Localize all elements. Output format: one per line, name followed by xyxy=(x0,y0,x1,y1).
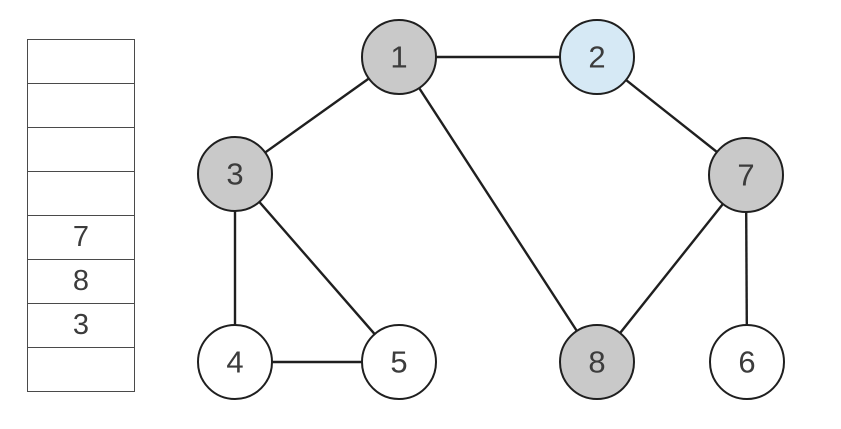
array-cell-2 xyxy=(27,83,135,128)
array-cell-5: 7 xyxy=(27,215,135,260)
array-cell-value: 7 xyxy=(72,221,90,253)
graph-node-label: 1 xyxy=(390,40,407,75)
graph-edge-1-8 xyxy=(397,56,599,363)
graph-node-2: 2 xyxy=(559,19,635,95)
array-cell-1 xyxy=(27,39,135,84)
graph-node-label: 3 xyxy=(226,157,243,192)
graph-node-6: 6 xyxy=(709,324,785,400)
graph-node-circle xyxy=(197,324,273,400)
graph-node-circle xyxy=(361,324,437,400)
array-cell-7: 3 xyxy=(27,303,135,348)
array-cell-value: 3 xyxy=(72,309,90,341)
array-stack: 7 8 3 xyxy=(27,39,135,392)
graph-node-circle xyxy=(559,19,635,95)
graph-node-label: 6 xyxy=(738,345,755,380)
array-cell-6: 8 xyxy=(27,259,135,304)
graph-node-7: 7 xyxy=(708,137,784,213)
array-cell-value: 8 xyxy=(72,265,90,297)
graph-node-label: 4 xyxy=(226,345,243,380)
graph-node-1: 1 xyxy=(361,19,437,95)
graph-edge-3-5 xyxy=(234,173,400,363)
array-cell-4 xyxy=(27,171,135,216)
graph-edge-7-8 xyxy=(596,174,747,363)
graph-node-circle xyxy=(709,324,785,400)
graph-node-label: 8 xyxy=(588,345,605,380)
graph-node-circle xyxy=(361,19,437,95)
array-cell-8 xyxy=(27,347,135,392)
graph-node-label: 5 xyxy=(390,345,407,380)
graph-node-circle xyxy=(197,136,273,212)
graph-node-4: 4 xyxy=(197,324,273,400)
graph-node-label: 2 xyxy=(588,40,605,75)
graph-node-circle xyxy=(559,324,635,400)
graph-node-label: 7 xyxy=(737,158,754,193)
graph-node-circle xyxy=(708,137,784,213)
graph-node-8: 8 xyxy=(559,324,635,400)
graph-node-5: 5 xyxy=(361,324,437,400)
graph-node-3: 3 xyxy=(197,136,273,212)
